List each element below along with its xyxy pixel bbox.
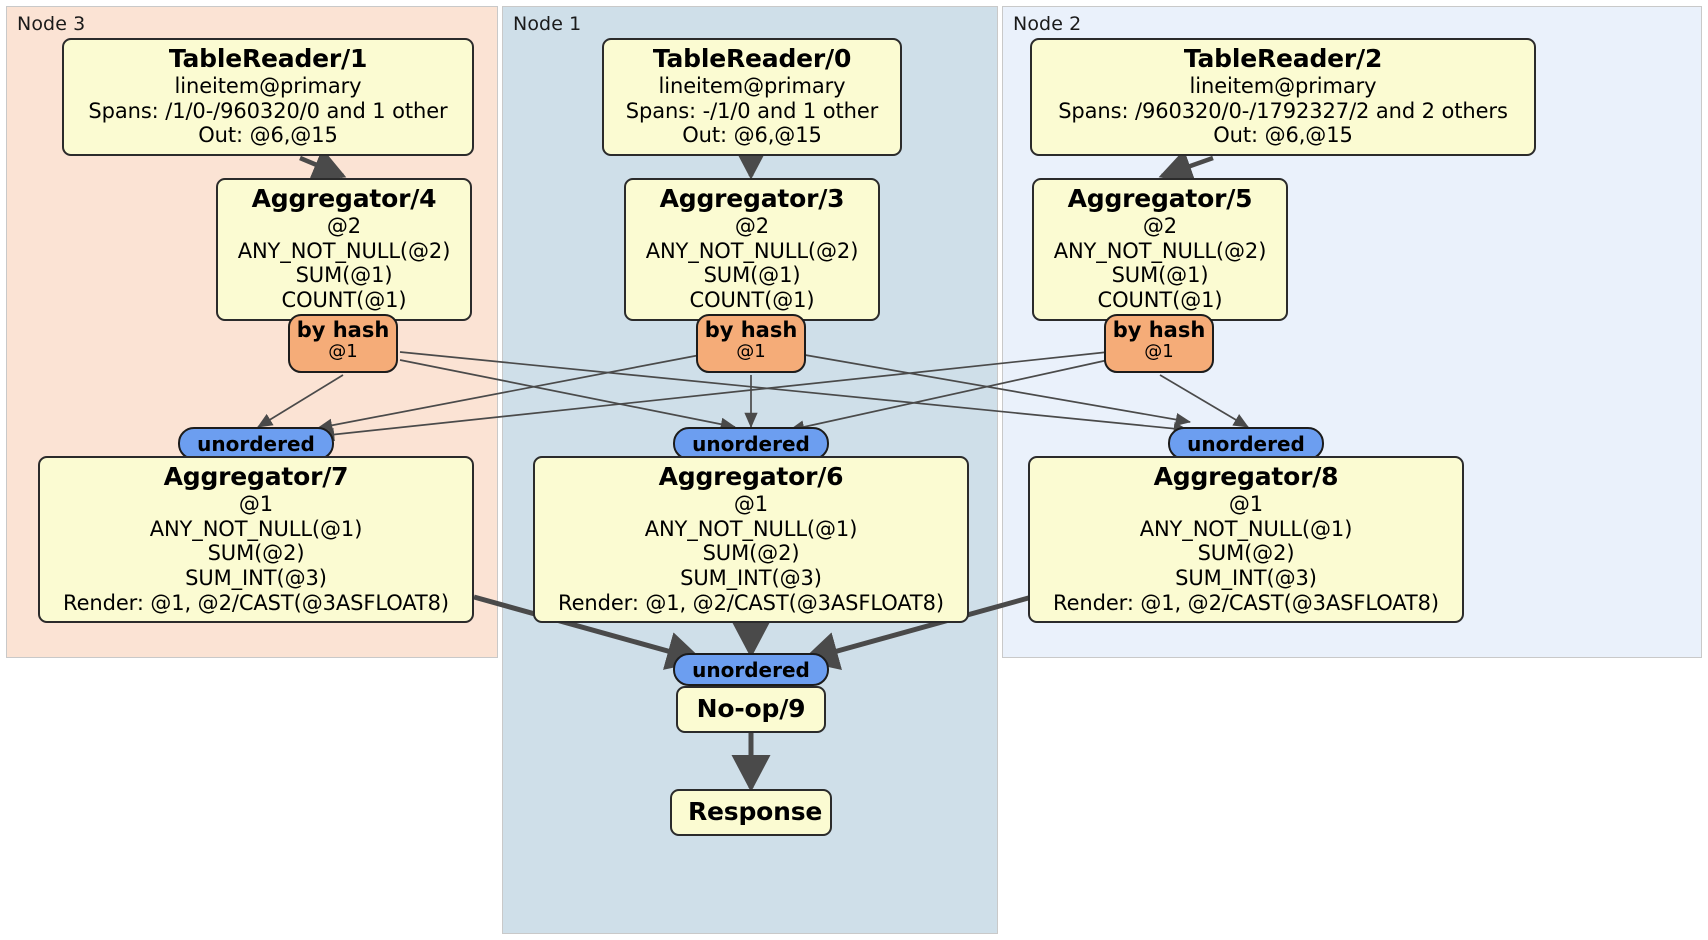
processor-detail: Spans: /960320/0-/1792327/2 and 2 others <box>1058 98 1508 123</box>
processor-tablereader-0[interactable]: TableReader/0 lineitem@primary Spans: -/… <box>602 38 902 156</box>
processor-title: Aggregator/3 <box>659 184 845 213</box>
router-by-hash-center[interactable]: by hash @1 <box>696 314 806 373</box>
processor-detail: ANY_NOT_NULL(@2) <box>1053 238 1267 263</box>
router-label: by hash <box>296 318 390 342</box>
processor-detail: ANY_NOT_NULL(@2) <box>237 238 451 263</box>
processor-detail: Out: @6,@15 <box>682 123 822 148</box>
processor-detail: @2 <box>1142 214 1178 239</box>
processor-aggregator-8[interactable]: Aggregator/8 @1 ANY_NOT_NULL(@1) SUM(@2)… <box>1028 456 1464 624</box>
processor-detail: SUM(@2) <box>1197 541 1295 566</box>
processor-detail: Spans: -/1/0 and 1 other <box>625 98 879 123</box>
synchronizer-unordered-center[interactable]: unordered <box>673 427 829 460</box>
processor-detail: @1 <box>238 492 274 517</box>
node-panel-label: Node 2 <box>1013 13 1082 35</box>
processor-detail: @1 <box>733 492 769 517</box>
processor-detail: SUM(@2) <box>207 541 305 566</box>
synchronizer-unordered-right[interactable]: unordered <box>1168 427 1324 460</box>
node-panel-label: Node 1 <box>513 13 582 35</box>
processor-detail: SUM(@1) <box>1111 263 1209 288</box>
processor-detail: lineitem@primary <box>658 74 846 99</box>
processor-title: TableReader/0 <box>652 44 852 73</box>
synchronizer-unordered-final[interactable]: unordered <box>673 653 829 686</box>
processor-aggregator-6[interactable]: Aggregator/6 @1 ANY_NOT_NULL(@1) SUM(@2)… <box>533 456 969 624</box>
processor-render: Render: @1, @2/CAST(@3ASFLOAT8) <box>63 590 449 615</box>
processor-aggregator-3[interactable]: Aggregator/3 @2 ANY_NOT_NULL(@2) SUM(@1)… <box>624 178 880 321</box>
processor-tablereader-1[interactable]: TableReader/1 lineitem@primary Spans: /1… <box>62 38 474 156</box>
processor-render: Render: @1, @2/CAST(@3ASFLOAT8) <box>558 590 944 615</box>
processor-title: Aggregator/7 <box>163 462 349 491</box>
processor-tablereader-2[interactable]: TableReader/2 lineitem@primary Spans: /9… <box>1030 38 1536 156</box>
router-label: by hash <box>704 318 798 342</box>
processor-render: Render: @1, @2/CAST(@3ASFLOAT8) <box>1053 590 1439 615</box>
processor-detail: Spans: /1/0-/960320/0 and 1 other <box>88 98 448 123</box>
processor-detail: COUNT(@1) <box>1097 287 1223 312</box>
processor-detail: ANY_NOT_NULL(@1) <box>644 516 858 541</box>
processor-title: No-op/9 <box>696 694 806 723</box>
processor-detail: SUM(@1) <box>703 263 801 288</box>
processor-detail: @2 <box>326 214 362 239</box>
processor-detail: lineitem@primary <box>174 74 362 99</box>
processor-aggregator-4[interactable]: Aggregator/4 @2 ANY_NOT_NULL(@2) SUM(@1)… <box>216 178 472 321</box>
processor-detail: @2 <box>734 214 770 239</box>
processor-detail: SUM_INT(@3) <box>1175 565 1317 590</box>
processor-title: TableReader/2 <box>1183 44 1383 73</box>
router-columns: @1 <box>328 341 358 363</box>
router-columns: @1 <box>736 341 766 363</box>
synchronizer-label: unordered <box>1187 432 1305 456</box>
processor-title: Response <box>688 797 823 826</box>
node-panel-label: Node 3 <box>17 13 86 35</box>
processor-detail: SUM(@1) <box>295 263 393 288</box>
processor-title: TableReader/1 <box>168 44 368 73</box>
router-by-hash-left[interactable]: by hash @1 <box>288 314 398 373</box>
processor-title: Aggregator/6 <box>658 462 844 491</box>
processor-aggregator-7[interactable]: Aggregator/7 @1 ANY_NOT_NULL(@1) SUM(@2)… <box>38 456 474 624</box>
processor-detail: lineitem@primary <box>1189 74 1377 99</box>
router-columns: @1 <box>1144 341 1174 363</box>
processor-detail: ANY_NOT_NULL(@2) <box>645 238 859 263</box>
processor-detail: COUNT(@1) <box>281 287 407 312</box>
synchronizer-label: unordered <box>692 658 810 682</box>
synchronizer-label: unordered <box>197 432 315 456</box>
processor-detail: SUM_INT(@3) <box>185 565 327 590</box>
processor-title: Aggregator/5 <box>1067 184 1253 213</box>
processor-title: Aggregator/8 <box>1153 462 1339 491</box>
router-label: by hash <box>1112 318 1206 342</box>
processor-title: Aggregator/4 <box>251 184 437 213</box>
processor-detail: Out: @6,@15 <box>1213 123 1353 148</box>
processor-response[interactable]: Response <box>670 789 832 837</box>
processor-detail: COUNT(@1) <box>689 287 815 312</box>
processor-detail: ANY_NOT_NULL(@1) <box>1139 516 1353 541</box>
processor-detail: SUM(@2) <box>702 541 800 566</box>
processor-detail: Out: @6,@15 <box>198 123 338 148</box>
processor-aggregator-5[interactable]: Aggregator/5 @2 ANY_NOT_NULL(@2) SUM(@1)… <box>1032 178 1288 321</box>
router-by-hash-right[interactable]: by hash @1 <box>1104 314 1214 373</box>
processor-detail: @1 <box>1228 492 1264 517</box>
processor-detail: SUM_INT(@3) <box>680 565 822 590</box>
synchronizer-label: unordered <box>692 432 810 456</box>
processor-noop-9[interactable]: No-op/9 <box>676 686 826 734</box>
processor-detail: ANY_NOT_NULL(@1) <box>149 516 363 541</box>
